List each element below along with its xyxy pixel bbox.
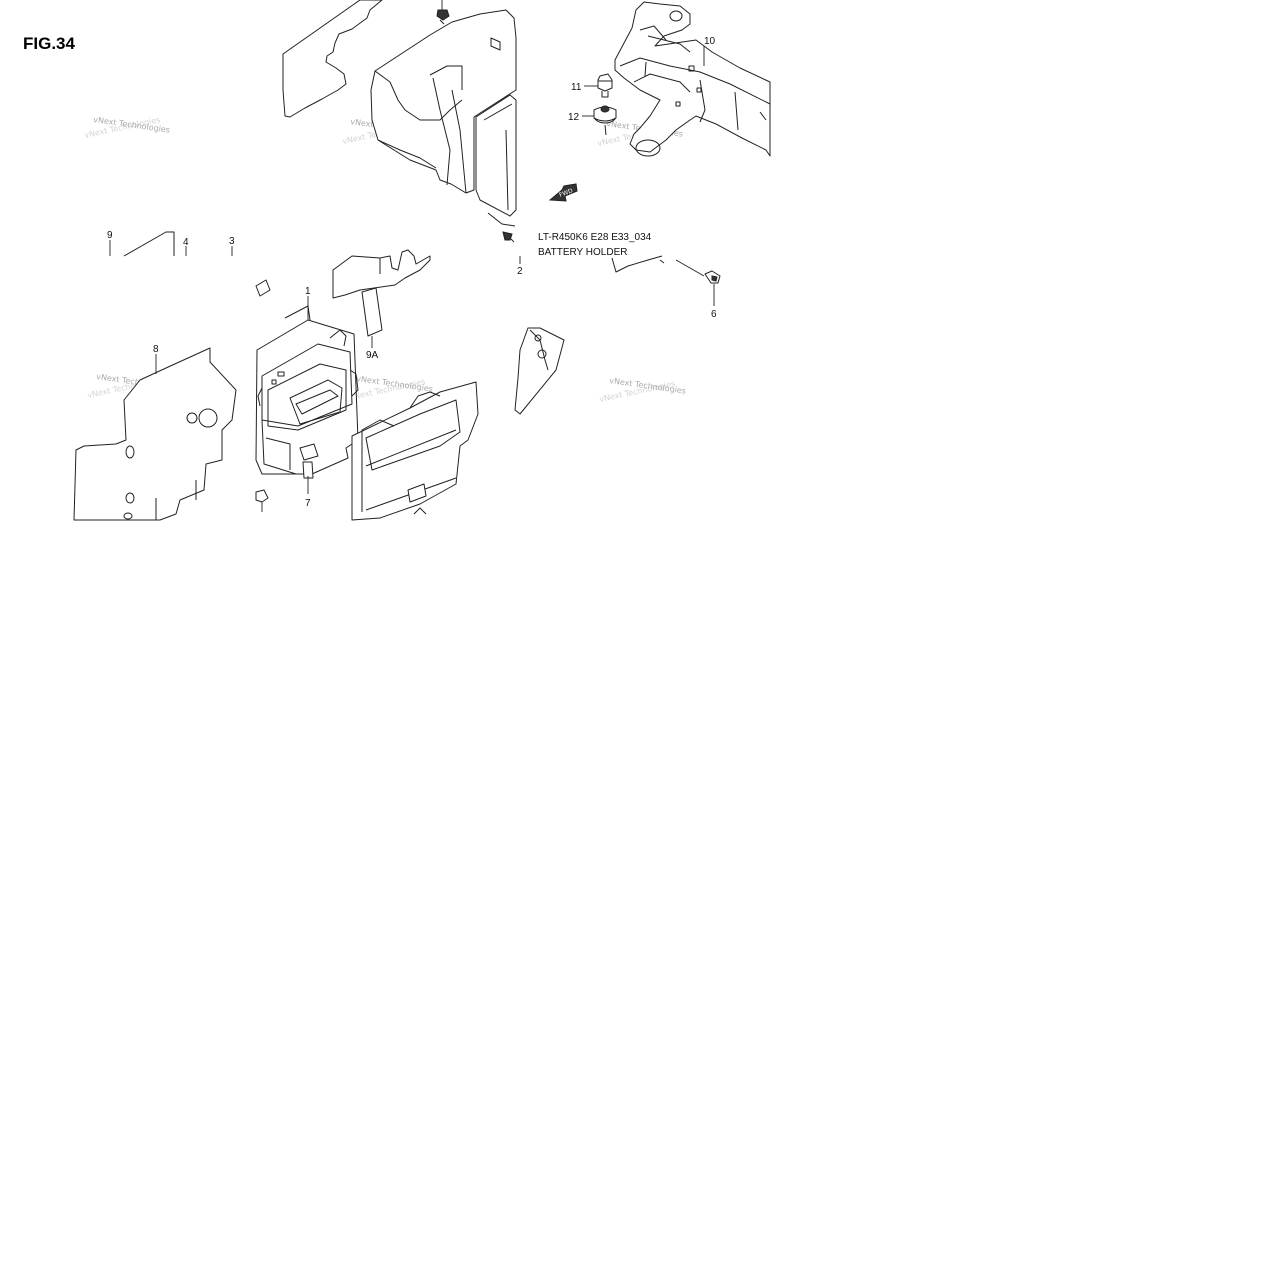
frame-bracket (614, 1, 771, 157)
fwd-label: FWD (558, 187, 574, 198)
callout-3: 3 (229, 236, 235, 247)
callout-9a: 9A (366, 350, 379, 361)
callout-11: 11 (571, 82, 582, 93)
callout-9: 9 (107, 230, 113, 241)
caption-code: LT-R450K6 E28 E33_034 (538, 232, 652, 243)
cushion-12 (593, 105, 617, 136)
callout-6: 6 (711, 309, 717, 320)
tray-edge (611, 255, 665, 273)
clip-7 (302, 461, 314, 479)
fwd-arrow-icon: FWD (548, 183, 578, 202)
callout-4: 4 (183, 237, 189, 248)
callout-2: 2 (517, 266, 523, 277)
battery-case (255, 305, 359, 475)
left-side-panel (73, 347, 237, 521)
side-cover-panel (282, 0, 383, 118)
battery-front-plate (351, 381, 479, 521)
bolt-11 (597, 73, 613, 98)
pad-9a (361, 287, 383, 348)
leader-lines (109, 46, 715, 494)
callout-7: 7 (305, 498, 311, 509)
screw-6 (675, 259, 721, 284)
figure-title: FIG.34 (23, 34, 76, 53)
callout-1: 1 (305, 286, 311, 297)
callout-8: 8 (153, 344, 159, 355)
clip-piece (255, 279, 271, 297)
callout-12: 12 (568, 112, 580, 123)
bolt-2 (502, 231, 515, 243)
top-left-plate (123, 231, 175, 257)
caption-name: BATTERY HOLDER (538, 247, 627, 258)
upper-heat-shield (332, 249, 431, 299)
callout-labels: 10 11 12 9 4 3 2 1 6 8 9A 7 (107, 36, 717, 509)
callout-10: 10 (704, 36, 716, 47)
stay-bracket (514, 327, 565, 415)
battery-cover (370, 0, 517, 227)
bolt-bottom (255, 489, 269, 512)
